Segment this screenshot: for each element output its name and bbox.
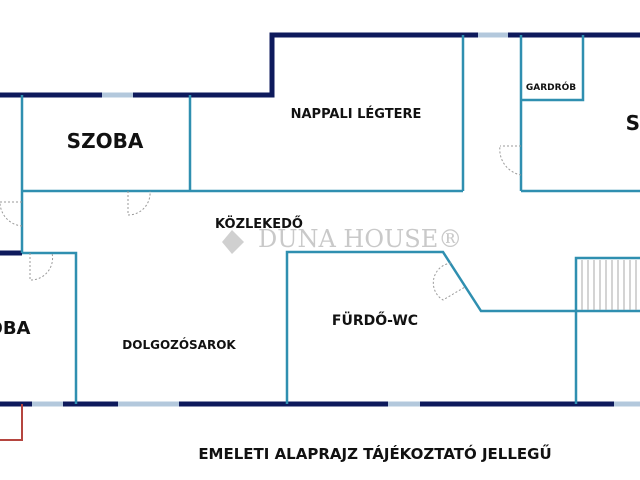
watermark-text: DUNA HOUSE® — [258, 225, 462, 253]
room-label-furdo: FÜRDŐ-WC — [332, 311, 418, 329]
plan-caption: EMELETI ALAPRAJZ TÁJÉKOZTATÓ JELLEGŰ — [198, 443, 551, 463]
staircase — [581, 260, 637, 310]
room-label-szoba-right: SZOBA — [626, 111, 640, 135]
watermark: DUNA HOUSE® — [222, 225, 462, 254]
balcony-line — [0, 404, 23, 441]
room-label-gardrob: GARDRÓB — [526, 81, 576, 93]
door-swings — [0, 145, 522, 301]
duna-house-logo-icon — [222, 230, 244, 254]
exterior-walls — [0, 32, 640, 407]
room-label-dolgozosarok: DOLGOZÓSAROK — [122, 337, 236, 352]
interior-walls — [20, 35, 640, 404]
room-label-szoba: SZOBA — [67, 129, 144, 153]
room-label-nappali: NAPPALI LÉGTERE — [291, 106, 422, 122]
room-label-szoba-bottom: SZOBA — [0, 318, 31, 339]
room-label-kozlekedo: KÖZLEKEDŐ — [215, 216, 303, 232]
